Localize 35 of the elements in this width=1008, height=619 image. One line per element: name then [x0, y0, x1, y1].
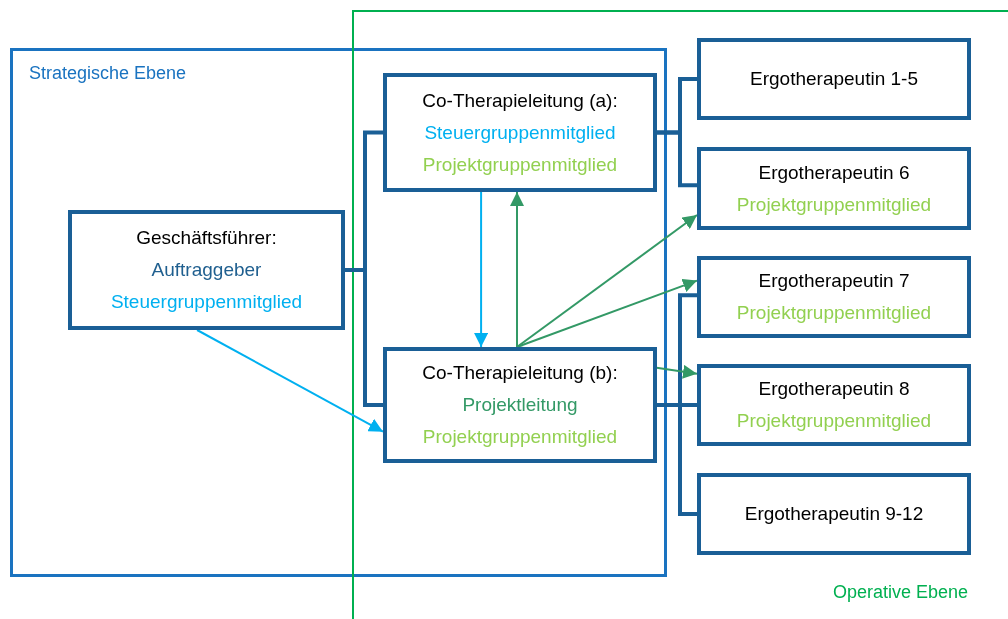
role-title: Geschäftsführer: [136, 226, 277, 250]
role-box [697, 473, 971, 555]
level-label: Strategische Ebene [29, 63, 187, 84]
role-box [697, 364, 971, 446]
role-label: Projektgruppenmitglied [422, 152, 618, 177]
role-title: Ergotherapeutin 8 [758, 377, 910, 401]
role-title: Ergotherapeutin 6 [758, 160, 910, 185]
role-label: Steuergruppenmitglied [424, 120, 616, 145]
level-label: Operative Ebene [833, 582, 969, 603]
arrow [474, 191, 489, 348]
role-label: Steuergruppenmitglied [110, 290, 303, 314]
role-box [383, 347, 657, 463]
role-label: Auftraggeber [151, 258, 262, 282]
role-label: Projektgruppenmitglied [736, 409, 932, 433]
arrow [516, 278, 698, 348]
role-box [383, 73, 657, 192]
role-box [697, 147, 971, 230]
arrow [196, 329, 384, 433]
role-label: Projektleitung [462, 393, 578, 417]
role-label: Projektgruppenmitglied [736, 301, 932, 325]
arrow [510, 191, 524, 348]
role-box [68, 210, 345, 330]
role-box [697, 38, 971, 120]
arrow [516, 214, 698, 348]
role-label: Projektgruppenmitglied [736, 192, 932, 217]
level-frame [10, 48, 667, 577]
role-title: Ergotherapeutin 9-12 [744, 502, 924, 526]
role-title: Co-Therapieleitung (b): [422, 361, 618, 385]
role-label: Projektgruppenmitglied [422, 425, 618, 449]
role-box [697, 256, 971, 338]
level-frame [352, 10, 1008, 619]
role-title: Ergotherapeutin 1-5 [750, 67, 918, 91]
role-title: Ergotherapeutin 7 [758, 269, 910, 293]
role-title: Co-Therapieleitung (a): [422, 88, 618, 113]
connector-line [657, 130, 697, 188]
